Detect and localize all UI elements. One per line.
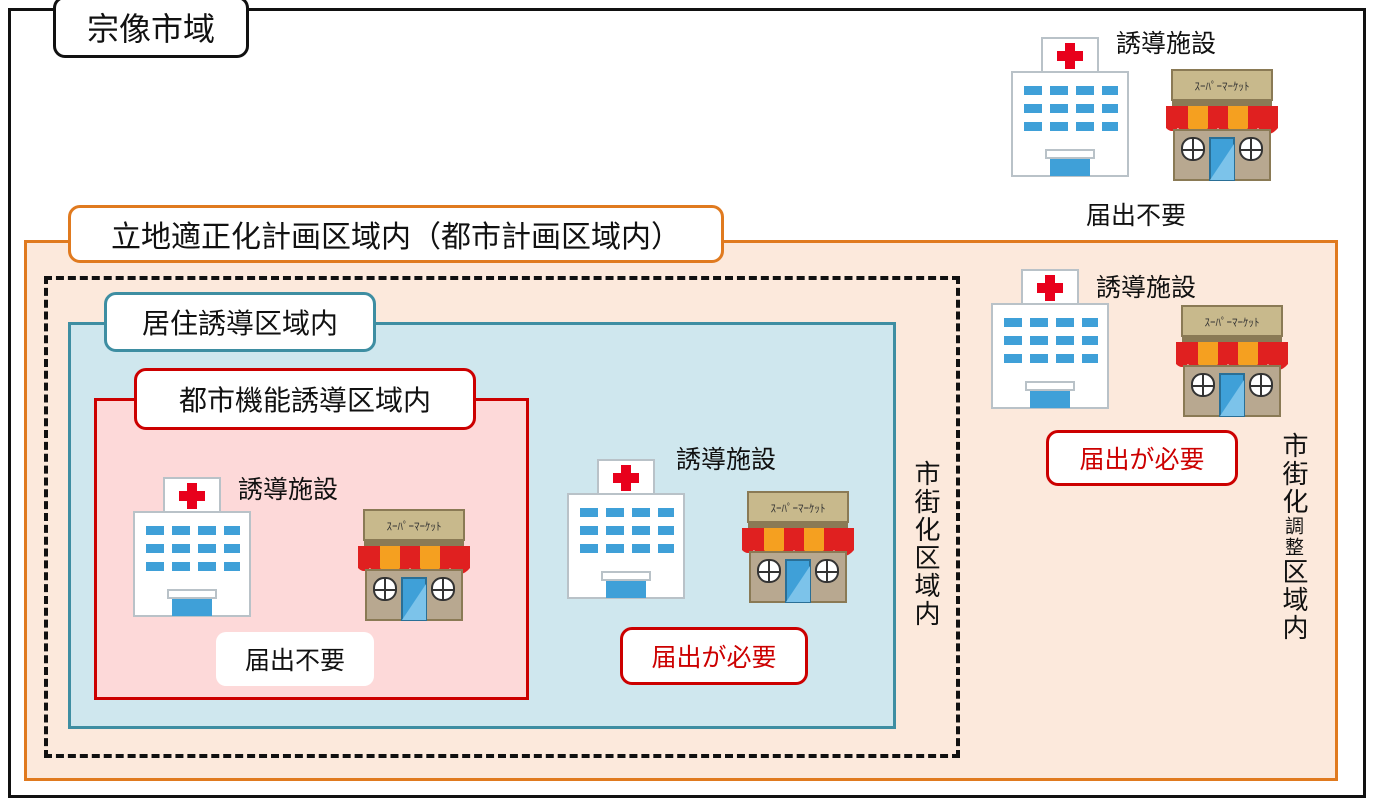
urbanization-area	[44, 276, 960, 758]
supermarket-icon: ｽｰﾊﾟｰﾏｰｹｯﾄ	[740, 490, 856, 604]
city-area-title: 宗像市域	[53, 0, 249, 58]
svg-text:ｽｰﾊﾟｰﾏｰｹｯﾄ: ｽｰﾊﾟｰﾏｰｹｯﾄ	[1195, 80, 1250, 93]
svg-text:ｽｰﾊﾟｰﾏｰｹｯﾄ: ｽｰﾊﾟｰﾏｰｹｯﾄ	[1205, 316, 1260, 329]
hospital-icon	[132, 476, 252, 618]
supermarket-icon: ｽｰﾊﾟｰﾏｰｹｯﾄ	[356, 508, 472, 622]
adjustment-area-label: 市街化調整区域内	[1278, 432, 1308, 642]
urbanization-area-label: 市街化区域内	[910, 460, 940, 628]
supermarket-icon: ｽｰﾊﾟｰﾏｰｹｯﾄ	[1174, 304, 1290, 418]
adjustment-notice: 届出が必要	[1046, 430, 1238, 486]
function-facility-label: 誘導施設	[238, 475, 339, 504]
svg-text:ｽｰﾊﾟｰﾏｰｹｯﾄ: ｽｰﾊﾟｰﾏｰｹｯﾄ	[387, 520, 442, 533]
hospital-icon	[566, 458, 686, 600]
urban-function-area-title: 都市機能誘導区域内	[134, 368, 476, 430]
svg-text:ｽｰﾊﾟｰﾏｰｹｯﾄ: ｽｰﾊﾟｰﾏｰｹｯﾄ	[771, 502, 826, 515]
city-boundary	[8, 8, 1366, 798]
adjustment-facility-label: 誘導施設	[1096, 273, 1197, 302]
plan-area-title: 立地適正化計画区域内（都市計画区域内）	[68, 205, 724, 263]
adjustment-label-small: 調整	[1282, 516, 1304, 558]
function-notice: 届出不要	[216, 632, 374, 686]
residential-notice: 届出が必要	[620, 627, 808, 685]
residential-facility-label: 誘導施設	[676, 445, 777, 474]
outside-notice: 届出不要	[1086, 201, 1187, 230]
adjustment-label-prefix: 市街化	[1278, 432, 1308, 516]
adjustment-label-suffix: 区域内	[1278, 558, 1308, 642]
supermarket-icon: ｽｰﾊﾟｰﾏｰｹｯﾄ	[1164, 68, 1280, 182]
residential-area-title: 居住誘導区域内	[104, 292, 376, 352]
outside-facility-label: 誘導施設	[1116, 29, 1217, 58]
hospital-icon	[990, 268, 1110, 410]
hospital-icon	[1010, 36, 1130, 178]
